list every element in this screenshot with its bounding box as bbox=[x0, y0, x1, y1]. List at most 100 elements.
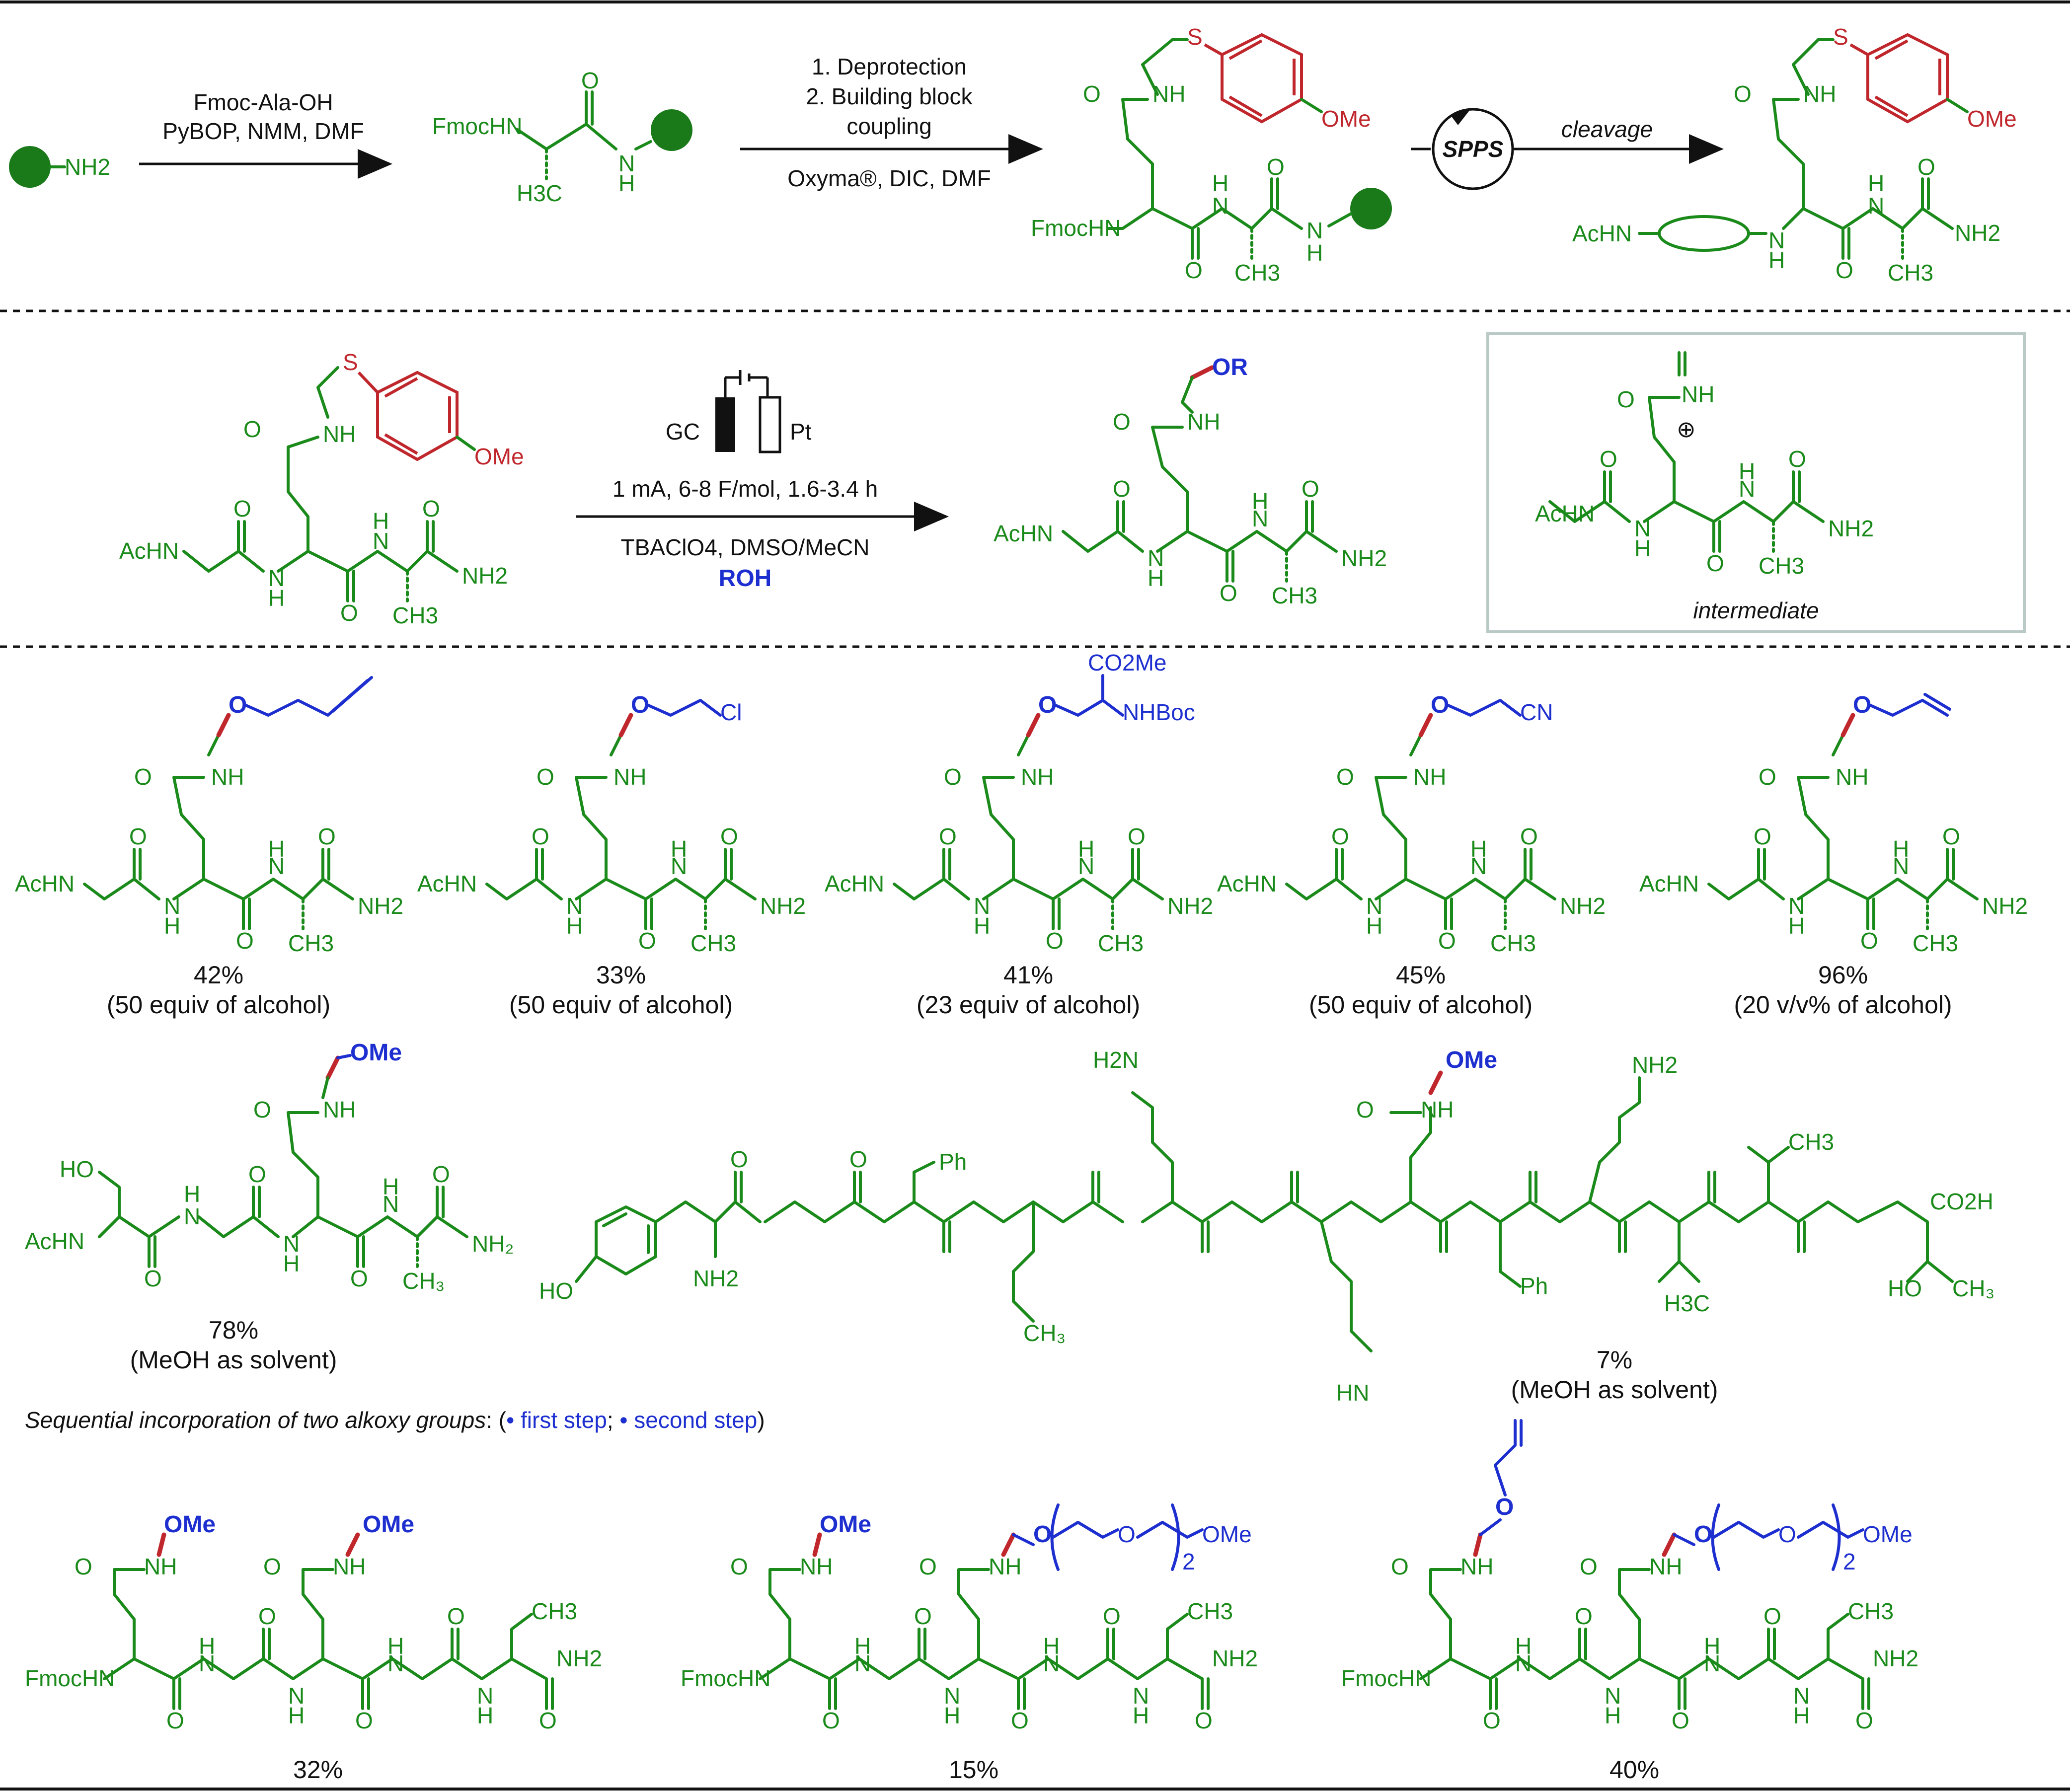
atom-label: NH bbox=[1649, 1554, 1682, 1579]
bond-line bbox=[172, 776, 205, 881]
atom-label: O bbox=[944, 764, 962, 790]
ser-peptide-structure: OMe NH O N H O H N O HO AcHN O N H O bbox=[25, 1040, 514, 1294]
row2-products: OMe NH O N H O H N O HO AcHN O N H O bbox=[25, 1040, 1994, 1406]
row2-left-ome: OMe bbox=[350, 1040, 402, 1066]
row1-condition-1: (50 equiv of alcohol) bbox=[107, 991, 330, 1019]
svg-text:NH: NH bbox=[1421, 1097, 1454, 1122]
atom-label: H bbox=[566, 913, 583, 939]
svg-text:H: H bbox=[1868, 170, 1884, 196]
row2-right-ch3: CH3 bbox=[1788, 1129, 1834, 1155]
bond-line bbox=[1757, 848, 1766, 881]
cleavage-label: cleavage bbox=[1561, 116, 1653, 142]
svg-text:O: O bbox=[1600, 446, 1617, 472]
svg-text:CH₃: CH₃ bbox=[1952, 1275, 1994, 1301]
row2-right-lys-nh2: NH2 bbox=[1632, 1052, 1678, 1078]
svg-text:O: O bbox=[1734, 81, 1752, 107]
atom-label: H bbox=[1893, 836, 1909, 862]
svg-text:H: H bbox=[268, 585, 285, 611]
atom-label: O bbox=[1575, 1603, 1593, 1629]
intermediate-box bbox=[1486, 332, 2026, 633]
svg-text:H: H bbox=[1212, 170, 1228, 196]
bond-line bbox=[1166, 1613, 1189, 1660]
ch3-label: CH3 bbox=[1848, 1598, 1894, 1624]
bond-line bbox=[1136, 1521, 1204, 1539]
achn-label: AcHN bbox=[15, 871, 75, 896]
bond-line bbox=[133, 848, 142, 881]
atom-label: H bbox=[1078, 836, 1094, 862]
ch3-label: CH3 bbox=[1098, 930, 1144, 956]
atom-label: O bbox=[919, 1554, 937, 1579]
svg-text:N: N bbox=[618, 150, 635, 176]
bond-line bbox=[1489, 1657, 1611, 1680]
peg-o: O bbox=[1118, 1521, 1136, 1547]
svg-text:O: O bbox=[1917, 154, 1935, 180]
bond-line bbox=[1869, 693, 1951, 717]
atom-label: N bbox=[387, 1650, 404, 1676]
step1-reagent-line2: PyBOP, NMM, DMF bbox=[162, 118, 364, 144]
atom-label: O bbox=[166, 1708, 184, 1733]
bond-line bbox=[828, 1657, 950, 1680]
nh2-label: NH2 bbox=[1560, 893, 1606, 919]
ch3-label: CH3 bbox=[1490, 930, 1536, 956]
bond-line bbox=[1712, 1521, 1780, 1539]
bond-line bbox=[321, 848, 330, 881]
atom-label: N bbox=[477, 1683, 493, 1709]
atom-label: H bbox=[1704, 1633, 1720, 1659]
bond-line bbox=[1419, 1657, 1498, 1710]
bond-line bbox=[1001, 1532, 1016, 1557]
substrate-achn: AcHN bbox=[119, 538, 179, 564]
alkoxy-cl: Cl bbox=[720, 699, 742, 725]
atom-label: N bbox=[268, 853, 285, 879]
atom-label: O bbox=[822, 1708, 840, 1733]
row2-right-ome: OMe bbox=[1446, 1047, 1497, 1073]
atom-label: O bbox=[730, 1554, 748, 1579]
atom-label: N bbox=[671, 853, 687, 879]
bond-line bbox=[510, 1613, 533, 1660]
atom-label: O bbox=[638, 928, 656, 954]
atom-label: O bbox=[236, 928, 254, 954]
svg-text:O: O bbox=[1113, 476, 1131, 502]
legend-first-step: • first step bbox=[506, 1407, 607, 1433]
atom-label: O bbox=[1763, 1603, 1781, 1629]
cathode-label: Pt bbox=[790, 419, 812, 445]
svg-text:N: N bbox=[1148, 545, 1164, 571]
atom-label: O bbox=[1331, 823, 1349, 849]
svg-text:O: O bbox=[144, 1266, 162, 1291]
product3-nh2: NH2 bbox=[1955, 220, 2000, 246]
row2-right-ph2: Ph bbox=[1520, 1273, 1548, 1299]
atom-label: NH bbox=[1836, 764, 1868, 790]
atom-label: NH bbox=[211, 764, 244, 790]
resin-amine-label: NH2 bbox=[65, 154, 110, 180]
intermediate-nh2: NH2 bbox=[1828, 516, 1874, 541]
atom-label: H bbox=[288, 1703, 305, 1728]
bond-line bbox=[1827, 878, 1875, 930]
product-ch3: CH3 bbox=[1272, 583, 1317, 608]
peg-ome: OMe bbox=[1863, 1521, 1913, 1547]
bond-line bbox=[1052, 1521, 1119, 1539]
row1-yield-1: 42% bbox=[194, 961, 243, 989]
atom-label: H bbox=[854, 1633, 871, 1659]
svg-text:NH: NH bbox=[1803, 81, 1836, 107]
resin-bead-icon-3 bbox=[1350, 188, 1392, 229]
peg-subscript: 2 bbox=[1182, 1549, 1195, 1574]
long-peptide-structure: HO NH2 O O Ph CH₃ H2N HN bbox=[539, 1047, 1994, 1406]
bond-line bbox=[1827, 1613, 1849, 1660]
atom-label: NH bbox=[613, 764, 646, 790]
atom-label: N bbox=[1043, 1650, 1060, 1676]
row2-left-yield: 78% bbox=[209, 1316, 258, 1344]
atom-label: NH bbox=[1021, 764, 1054, 790]
second-ome: OMe bbox=[363, 1511, 414, 1538]
product3-ome: OMe bbox=[1967, 106, 2017, 132]
alkoxy-o: O bbox=[1431, 692, 1449, 718]
row2-right-co2h: CO2H bbox=[1930, 1189, 1993, 1214]
svg-text:O: O bbox=[253, 1097, 271, 1122]
atom-label: O bbox=[1103, 1603, 1121, 1629]
atom-label: N bbox=[288, 1683, 305, 1709]
bond-line bbox=[1479, 1518, 1502, 1536]
atom-label: O bbox=[1483, 1708, 1501, 1733]
product2-fmochn: FmocHN bbox=[1031, 215, 1121, 241]
atom-label: O bbox=[258, 1603, 276, 1629]
